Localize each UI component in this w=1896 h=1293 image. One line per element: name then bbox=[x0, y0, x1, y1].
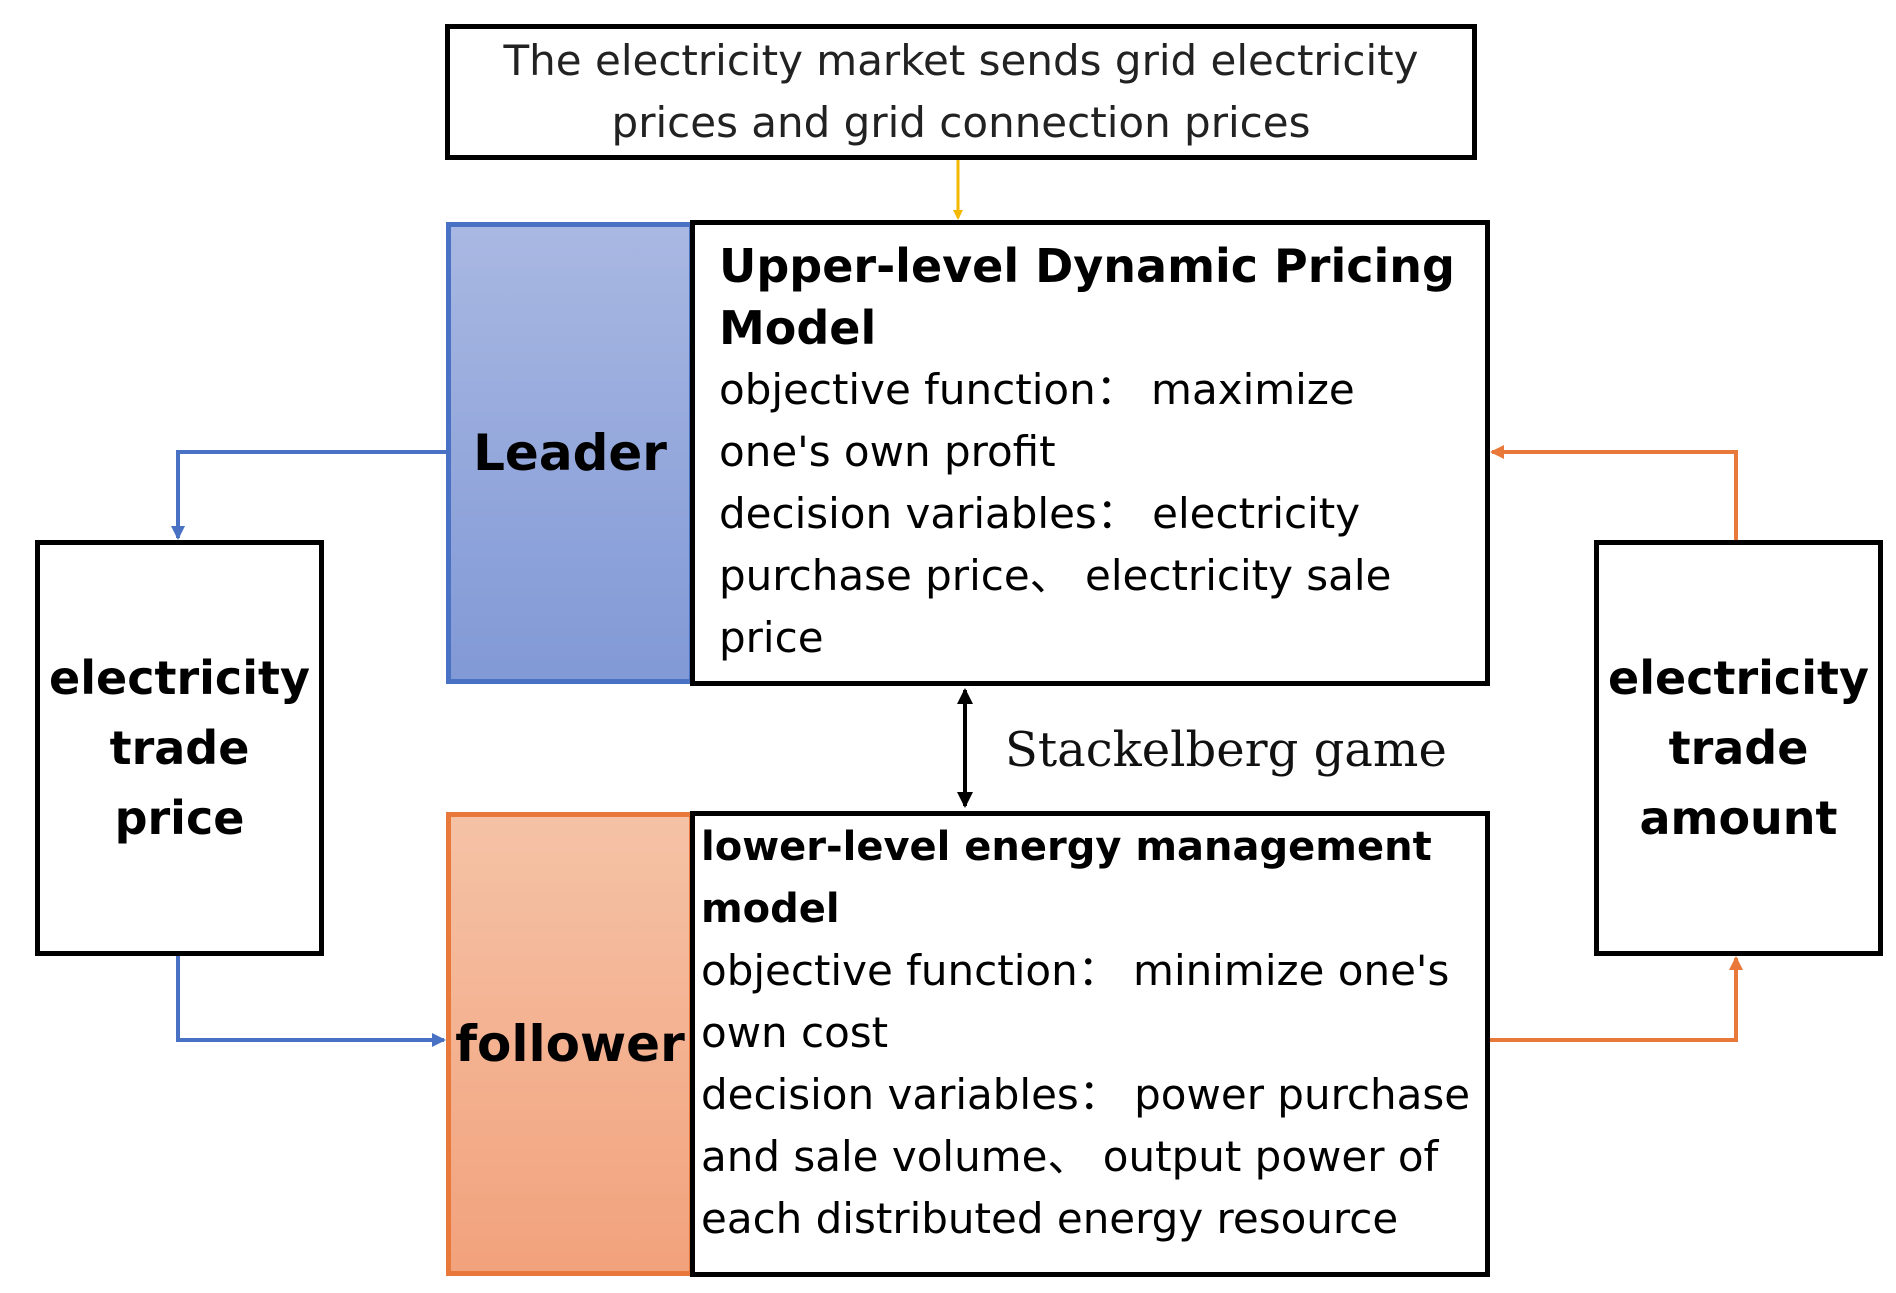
upper-model-title: Upper-level Dynamic Pricing Model bbox=[719, 239, 1455, 355]
trade-amount-to-upper-arrow bbox=[1490, 445, 1738, 540]
lower-model-decision: decision variables： power purchase and s… bbox=[701, 1070, 1471, 1243]
lower-level-model-box: lower-level energy management model obje… bbox=[690, 811, 1490, 1277]
electricity-market-text: The electricity market sends grid electr… bbox=[503, 36, 1419, 147]
lower-model-title: lower-level energy management model bbox=[701, 824, 1432, 932]
lower-model-objective: objective function： minimize one's own c… bbox=[701, 946, 1450, 1057]
trade-price-label: electricity trade price bbox=[49, 651, 310, 845]
leader-label: Leader bbox=[473, 424, 667, 482]
stackelberg-game-label: Stackelberg game bbox=[1005, 722, 1447, 778]
electricity-trade-amount-box: electricity trade amount bbox=[1594, 540, 1883, 956]
electricity-trade-price-box: electricity trade price bbox=[35, 540, 324, 956]
trade-amount-label: electricity trade amount bbox=[1608, 651, 1869, 845]
upper-model-objective: objective function： maximize one's own p… bbox=[719, 365, 1355, 476]
lower-to-trade-amount-arrow bbox=[1490, 956, 1743, 1042]
leader-box: Leader bbox=[446, 222, 694, 684]
trade-price-to-follower-arrow bbox=[176, 956, 446, 1047]
upper-level-model-box: Upper-level Dynamic Pricing Model object… bbox=[690, 220, 1490, 686]
leader-to-trade-price-arrow bbox=[171, 450, 446, 540]
follower-box: follower bbox=[446, 812, 694, 1276]
follower-label: follower bbox=[455, 1015, 685, 1073]
upper-model-decision: decision variables： electricity purchase… bbox=[719, 489, 1392, 662]
electricity-market-box: The electricity market sends grid electr… bbox=[445, 24, 1477, 160]
